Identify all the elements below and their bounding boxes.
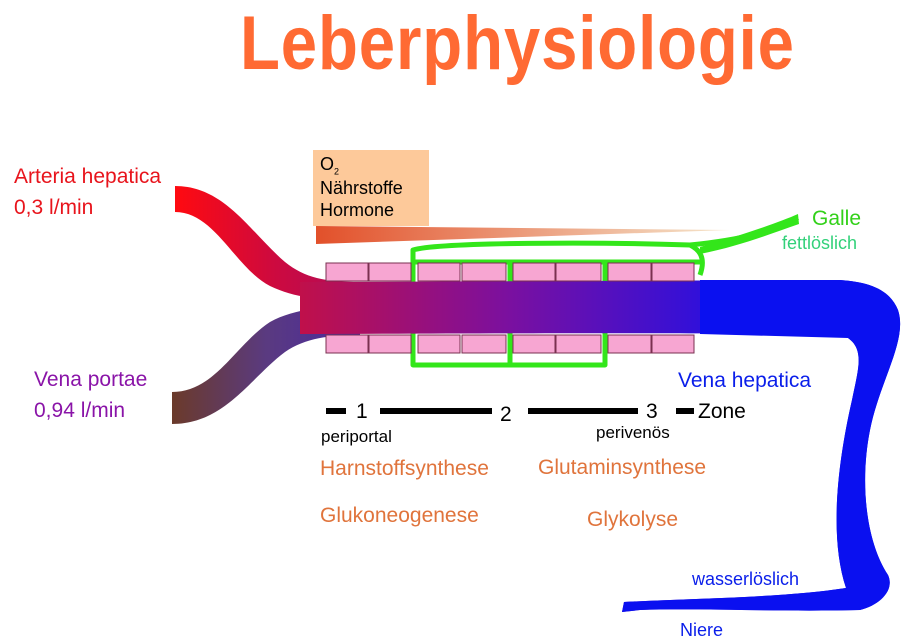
vena-hepatica-label: Vena hepatica: [678, 370, 811, 391]
glukoneogenese-label: Glukoneogenese: [320, 505, 479, 526]
page-title: Leberphysiologie: [240, 6, 795, 82]
vena-portae-flow: 0,94 l/min: [34, 400, 125, 421]
zone-1-label: 1: [356, 401, 368, 422]
zone-3-label: 3: [646, 401, 658, 422]
hepatocyte: [418, 263, 460, 281]
arteria-hepatica-flow: 0,3 l/min: [14, 197, 93, 218]
supply-o2-subscript: 2: [334, 167, 339, 177]
glykolyse-label: Glykolyse: [587, 509, 678, 530]
hepatocyte: [369, 335, 411, 353]
zone-2-label: 2: [500, 404, 512, 425]
hepatocyte: [652, 335, 694, 353]
zone-label: Zone: [698, 401, 746, 422]
hepatocyte: [513, 263, 555, 281]
supply-o2-letter: O: [320, 154, 334, 174]
hepatocyte: [556, 335, 601, 353]
zone-bar: [676, 408, 694, 414]
hepatocyte: [608, 263, 651, 281]
harnstoffsynthese-label: Harnstoffsynthese: [320, 458, 489, 479]
hepatocyte: [369, 263, 411, 281]
hepatocyte: [462, 335, 506, 353]
galle-label: Galle: [812, 208, 861, 229]
hepatocyte: [326, 263, 368, 281]
zone-bar: [528, 408, 638, 414]
hepatocyte: [326, 335, 368, 353]
zone-bar: [380, 408, 492, 414]
supply-hormones: Hormone: [320, 199, 394, 221]
vena-portae-label: Vena portae: [34, 369, 147, 390]
periportal-label: periportal: [321, 428, 392, 445]
perivenoes-label: perivenös: [596, 424, 670, 441]
hepatocyte: [418, 335, 460, 353]
fettloeslich-label: fettlöslich: [782, 234, 857, 252]
glutaminsynthese-label: Glutaminsynthese: [538, 457, 706, 478]
hepatocyte: [652, 263, 694, 281]
niere-label: Niere: [680, 621, 723, 639]
arteria-hepatica-label: Arteria hepatica: [14, 166, 161, 187]
hepatocyte: [556, 263, 601, 281]
hepatocyte: [462, 263, 506, 281]
hepatocyte: [608, 335, 651, 353]
supply-nutrients: Nährstoffe: [320, 177, 403, 199]
wasserloeslich-label: wasserlöslich: [692, 570, 799, 588]
hepatocyte: [513, 335, 555, 353]
zone-bar: [326, 408, 346, 414]
